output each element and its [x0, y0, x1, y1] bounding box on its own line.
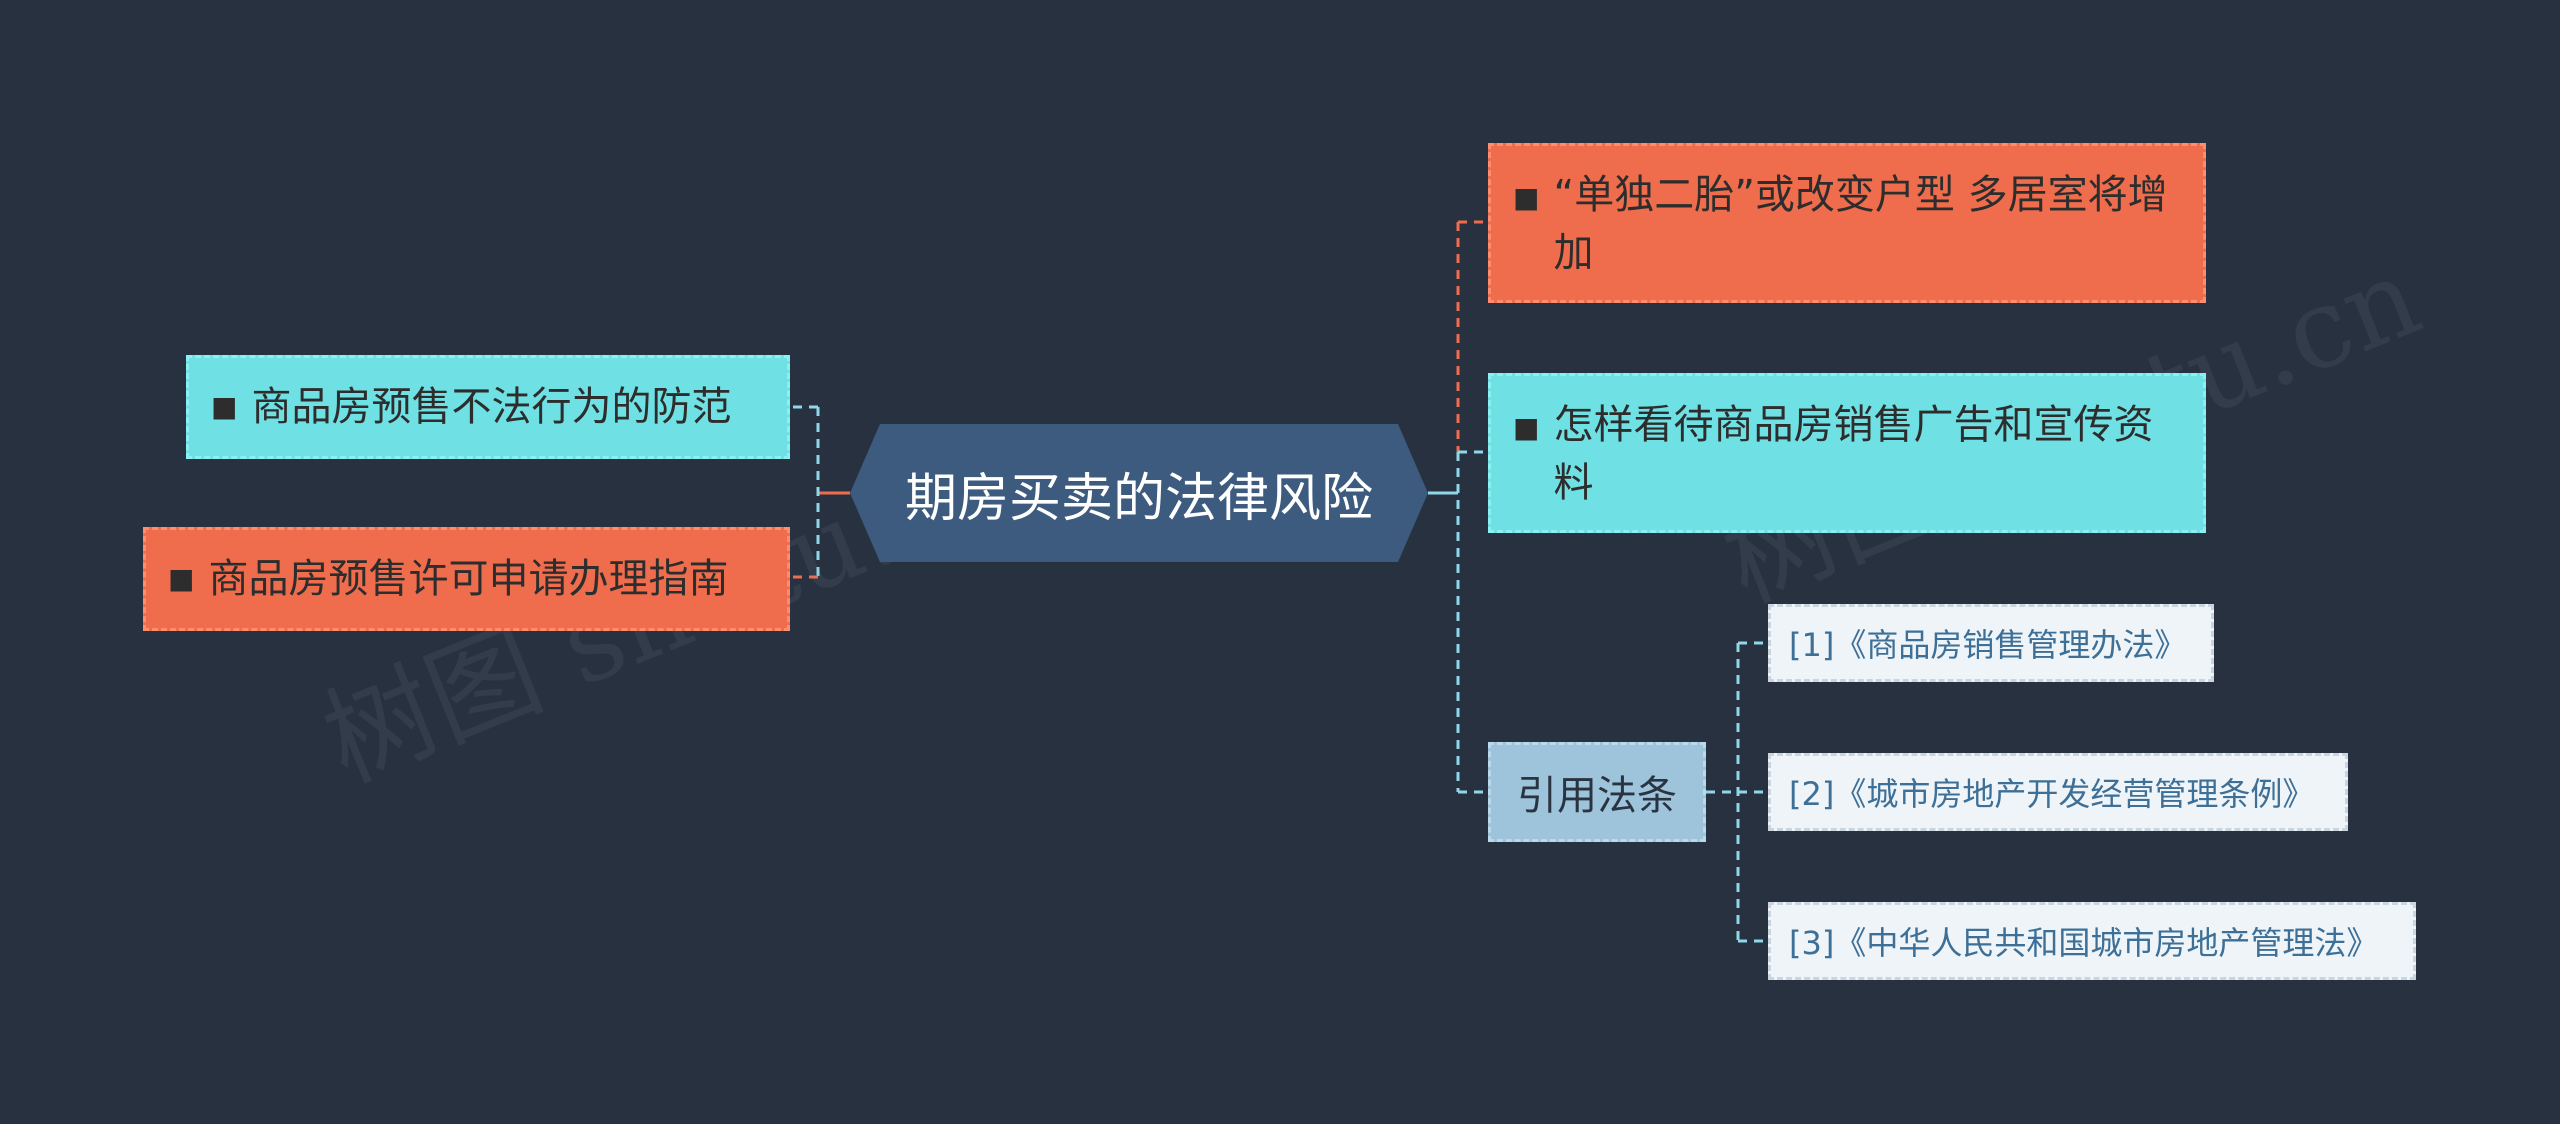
topic-label: 商品房预售不法行为的防范	[251, 384, 732, 430]
reference-item-3[interactable]: [3]《中华人民共和国城市房地产管理法》	[1768, 902, 2416, 980]
reference-label: [2]《城市房地产开发经营管理条例》	[1789, 775, 2315, 813]
reference-label: [1]《商品房销售管理办法》	[1789, 626, 2187, 664]
topic-second-child-layout[interactable]: ■ “单独二胎”或改变户型 多居室将增加	[1488, 143, 2206, 303]
topic-presale-prevention[interactable]: ■ 商品房预售不法行为的防范	[186, 355, 790, 459]
square-bullet-icon: ■	[168, 561, 195, 595]
topic-label: 商品房预售许可申请办理指南	[208, 556, 729, 602]
topic-sales-advertising[interactable]: ■ 怎样看待商品房销售广告和宣传资料	[1488, 373, 2206, 533]
root-topic[interactable]: 期房买卖的法律风险	[850, 424, 1428, 562]
square-bullet-icon: ■	[211, 389, 238, 423]
reference-item-1[interactable]: [1]《商品房销售管理办法》	[1768, 604, 2214, 682]
reference-label: [3]《中华人民共和国城市房地产管理法》	[1789, 924, 2379, 962]
topic-presale-permit-guide[interactable]: ■ 商品房预售许可申请办理指南	[143, 527, 790, 631]
topic-label: 怎样看待商品房销售广告和宣传资料	[1553, 402, 2154, 506]
root-topic-label: 期房买卖的法律风险	[904, 468, 1373, 529]
citation-topic[interactable]: 引用法条	[1488, 742, 1706, 842]
square-bullet-icon: ■	[1513, 411, 1540, 444]
reference-item-2[interactable]: [2]《城市房地产开发经营管理条例》	[1768, 753, 2348, 831]
topic-label: “单独二胎”或改变户型 多居室将增加	[1553, 172, 2168, 276]
square-bullet-icon: ■	[1513, 181, 1540, 214]
citation-topic-label: 引用法条	[1517, 773, 1677, 819]
